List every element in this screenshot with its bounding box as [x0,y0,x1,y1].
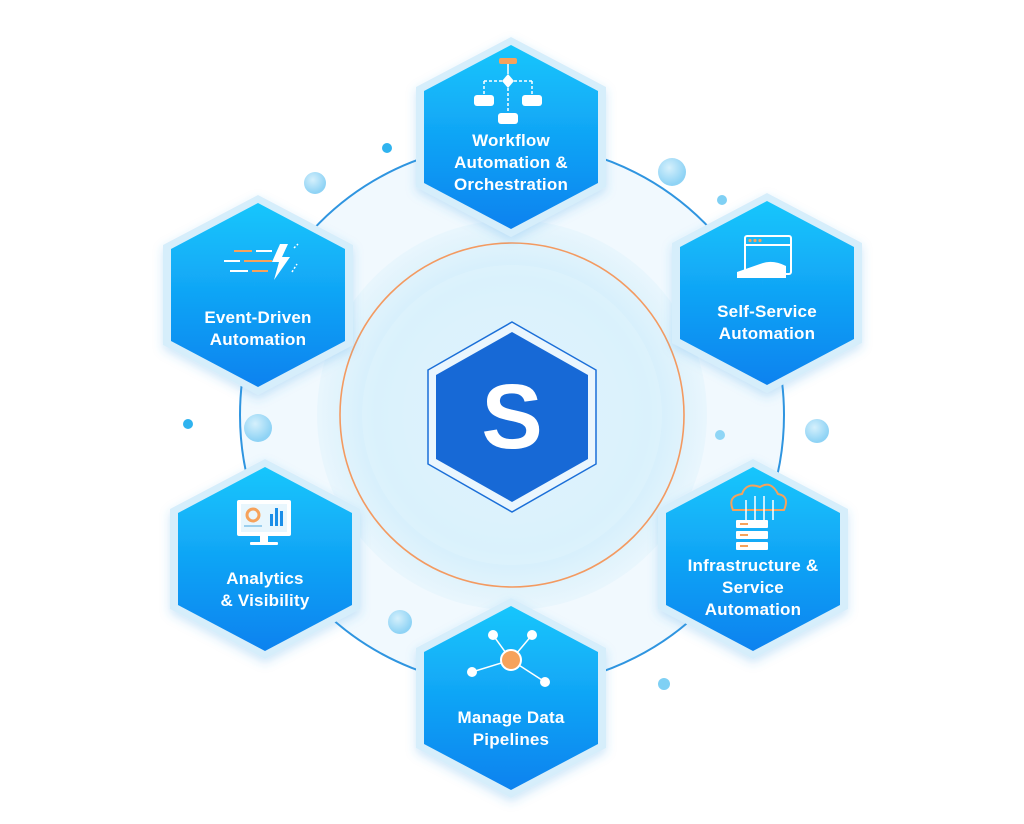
hex-infrastructure[interactable] [658,459,848,659]
hex-analytics[interactable] [170,459,360,659]
network-nodes-icon [467,630,550,687]
infrastructure-label: Infrastructure & Service Automation [687,556,819,619]
cloud-server-icon [730,483,787,550]
data-pipelines-label: Manage Data Pipelines [457,708,565,749]
browser-hand-icon [737,235,792,278]
orange-ring [339,242,685,588]
center-hexagon [427,321,597,513]
monitor-chart-icon [237,500,291,545]
center-logo-letter: S [481,366,543,468]
event-driven-label: Event-Driven Automation [204,308,312,349]
hex-self-service[interactable] [672,193,862,393]
hex-workflow[interactable] [416,37,606,237]
analytics-label: Analytics & Visibility [220,569,310,610]
self-service-label: Self-Service Automation [717,302,817,343]
hex-data-pipelines[interactable] [416,598,606,798]
hex-event-driven[interactable] [163,195,353,395]
workflow-label: Workflow Automation & Orchestration [453,131,569,194]
lightning-speed-icon [224,243,299,280]
decorative-bubbles [183,143,849,690]
workflow-flowchart-icon [474,58,542,124]
